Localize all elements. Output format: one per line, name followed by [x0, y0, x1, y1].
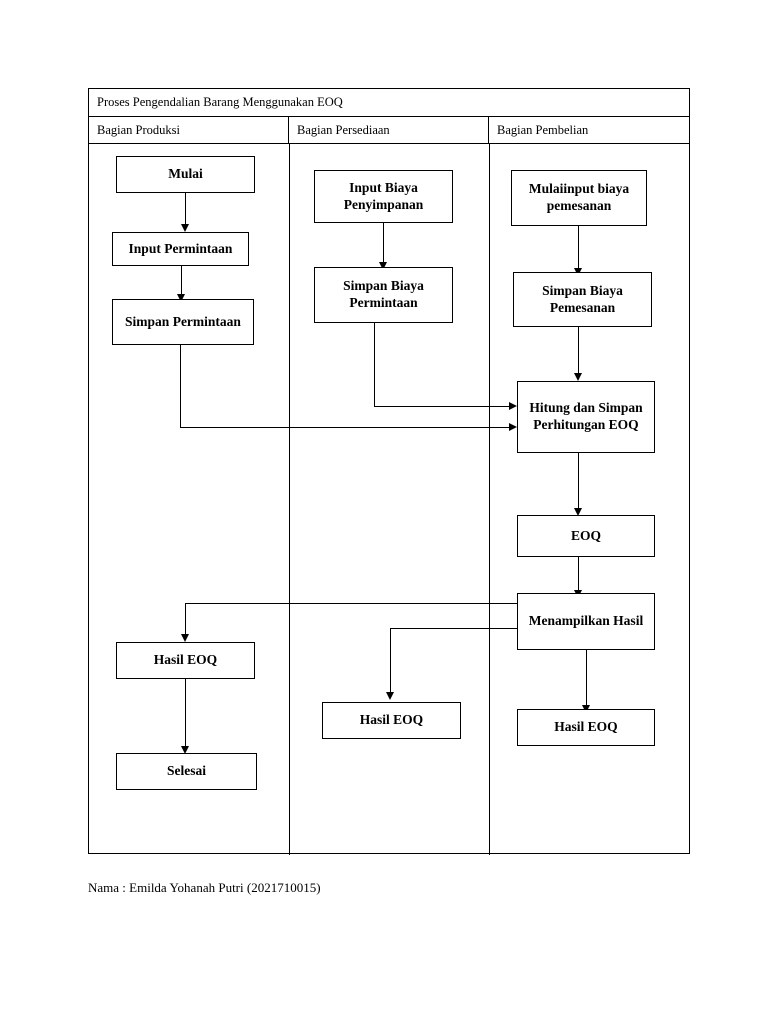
node-simpan-permintaan[interactable]: Simpan Permintaan	[112, 299, 254, 345]
edge-input-biaya-to-simpan-biaya	[383, 223, 384, 263]
arrowhead-simpan-permintaan	[176, 294, 185, 302]
arrowhead-simpan-biaya-permintaan	[378, 262, 387, 270]
lane-header-pembelian: Bagian Pembelian	[489, 117, 689, 143]
node-simpan-biaya-permintaan[interactable]: Simpan Biaya Permintaan	[314, 267, 453, 323]
footer-caption: Nama : Emilda Yohanah Putri (2021710015)	[88, 880, 321, 896]
edge-simpan-biaya-pemesanan-to-hitung	[578, 327, 579, 375]
node-hasil-eoq-persediaan[interactable]: Hasil EOQ	[322, 702, 461, 739]
lane-header-produksi-label: Bagian Produksi	[97, 122, 180, 137]
lane-header-produksi: Bagian Produksi	[89, 117, 289, 143]
arrowhead-hitung-from-pembelian	[573, 373, 582, 381]
node-eoq[interactable]: EOQ	[517, 515, 655, 557]
lane-header-row: Bagian Produksi Bagian Persediaan Bagian…	[89, 117, 689, 144]
lane-header-persediaan: Bagian Persediaan	[289, 117, 489, 143]
node-hasil-eoq-pembelian[interactable]: Hasil EOQ	[517, 709, 655, 746]
node-input-permintaan-label: Input Permintaan	[128, 240, 233, 256]
footer-caption-text: Nama : Emilda Yohanah Putri (2021710015)	[88, 880, 321, 895]
node-menampilkan-hasil-label: Menampilkan Hasil	[528, 613, 644, 629]
node-mulai[interactable]: Mulai	[116, 156, 255, 193]
node-mulai-input-biaya-pemesanan-label: Mulaiinput biaya pemesanan	[528, 181, 630, 213]
node-hasil-eoq-produksi[interactable]: Hasil EOQ	[116, 642, 255, 679]
node-input-permintaan[interactable]: Input Permintaan	[112, 232, 249, 266]
node-simpan-biaya-permintaan-label: Simpan Biaya Permintaan	[343, 278, 424, 310]
edge-mulai-input-to-simpan-biaya-pemesanan	[578, 226, 579, 269]
arrowhead-eoq	[573, 508, 582, 516]
node-input-biaya-penyimpanan-label: Input Biaya Penyimpanan	[343, 179, 424, 212]
node-hasil-eoq-pembelian-label: Hasil EOQ	[554, 719, 618, 735]
edge-hitung-to-eoq	[578, 453, 579, 510]
swimlane-diagram: Proses Pengendalian Barang Menggunakan E…	[88, 88, 690, 855]
node-simpan-biaya-pemesanan-label: Simpan Biaya Pemesanan	[542, 282, 623, 315]
lane-dividers	[89, 144, 689, 855]
lane-header-pembelian-label: Bagian Pembelian	[497, 122, 589, 137]
node-selesai-label: Selesai	[167, 763, 206, 779]
lane-header-persediaan-label: Bagian Persediaan	[297, 122, 390, 137]
node-hitung-simpan-perhitungan-eoq[interactable]: Hitung dan Simpan Perhitungan EOQ	[517, 381, 655, 453]
node-mulai-label: Mulai	[168, 166, 203, 182]
node-eoq-label: EOQ	[570, 527, 601, 543]
node-hasil-eoq-persediaan-label: Hasil EOQ	[359, 712, 424, 728]
diagram-title: Proses Pengendalian Barang Menggunakan E…	[97, 95, 343, 109]
node-input-biaya-penyimpanan[interactable]: Input Biaya Penyimpanan	[314, 170, 453, 223]
arrowhead-input-permintaan	[180, 224, 189, 232]
node-selesai[interactable]: Selesai	[116, 753, 257, 790]
node-hitung-simpan-perhitungan-eoq-label: Hitung dan Simpan Perhitungan EOQ	[529, 400, 643, 432]
edge-menampilkan-to-pembelian	[586, 650, 587, 707]
edge-mulai-to-input-permintaan	[185, 193, 186, 225]
node-mulai-input-biaya-pemesanan[interactable]: Mulaiinput biaya pemesanan	[511, 170, 647, 226]
node-simpan-biaya-pemesanan[interactable]: Simpan Biaya Pemesanan	[513, 272, 652, 327]
edge-input-permintaan-to-simpan-permintaan	[181, 266, 182, 295]
edge-hasil-eoq-to-selesai	[185, 679, 186, 748]
arrowhead-hitung-from-persediaan	[509, 402, 517, 410]
edge-eoq-to-menampilkan-hasil	[578, 557, 579, 592]
edge-simpan-permintaan-right	[180, 427, 511, 428]
node-hasil-eoq-produksi-label: Hasil EOQ	[153, 652, 218, 668]
edge-simpan-permintaan-down	[180, 345, 181, 427]
edge-menampilkan-to-produksi-v	[185, 603, 186, 634]
edge-menampilkan-to-persediaan-v	[390, 628, 391, 693]
arrowhead-hasil-eoq-produksi	[180, 634, 189, 642]
diagram-title-row: Proses Pengendalian Barang Menggunakan E…	[89, 89, 689, 117]
edge-simpan-biaya-down	[374, 323, 375, 406]
arrowhead-selesai	[180, 746, 189, 754]
node-menampilkan-hasil[interactable]: Menampilkan Hasil	[517, 593, 655, 650]
lane-divider-2	[489, 144, 490, 855]
node-simpan-permintaan-label: Simpan Permintaan	[125, 313, 241, 329]
edge-menampilkan-to-persediaan-h	[390, 628, 517, 629]
arrowhead-hitung-from-produksi	[509, 423, 517, 431]
arrowhead-hasil-eoq-persediaan	[385, 692, 394, 700]
lane-divider-1	[289, 144, 290, 855]
edge-simpan-biaya-right	[374, 406, 511, 407]
edge-menampilkan-to-produksi-h	[185, 603, 517, 604]
